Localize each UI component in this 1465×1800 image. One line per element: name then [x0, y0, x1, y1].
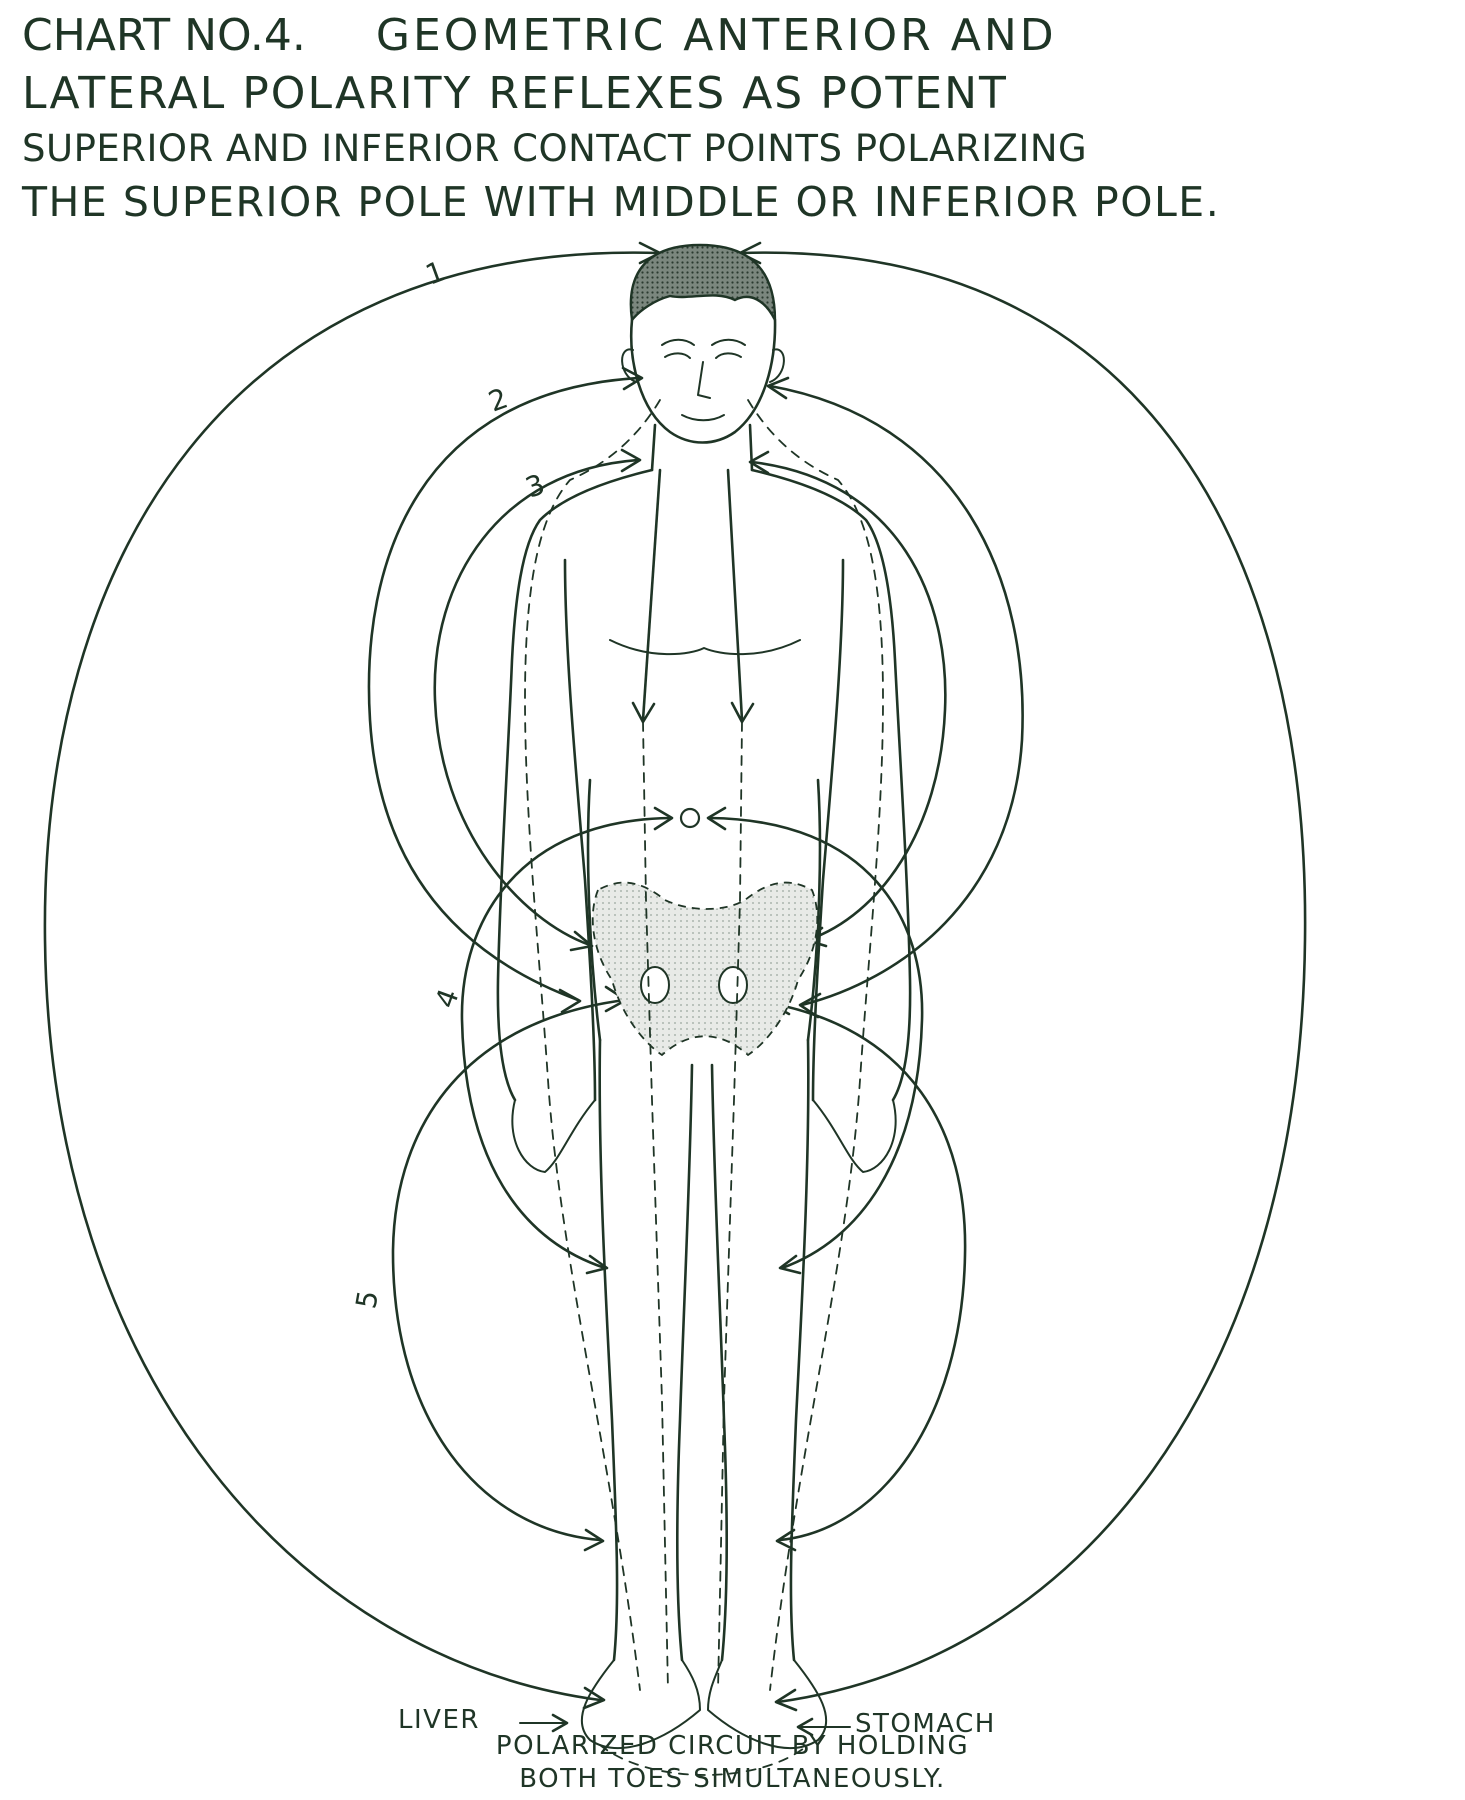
arc-5 — [391, 998, 627, 1542]
arc-1-right — [740, 251, 1307, 1704]
meridian-right-side — [747, 399, 884, 1691]
ear-left — [621, 348, 637, 383]
title-line-1: CHART NO.4.GEOMETRIC ANTERIOR AND — [22, 14, 1452, 72]
leg-left-inner — [675, 1063, 694, 1662]
arc-4 — [460, 816, 672, 1270]
brow-left — [661, 338, 695, 346]
toe-circuit — [599, 1744, 809, 1776]
arrowhead — [585, 1254, 609, 1275]
arc-label-4: 4 — [429, 984, 466, 1012]
title-line-2: LATERAL POLARITY REFLEXES AS POTENT — [22, 68, 1008, 119]
title-text-1: GEOMETRIC ANTERIOR AND — [375, 10, 1057, 61]
hip-right — [806, 778, 822, 1042]
center-line-right — [726, 468, 744, 722]
liver-label: LIVER — [398, 1705, 480, 1735]
brow-right — [711, 338, 746, 346]
chart-number: CHART NO.4. — [22, 10, 306, 61]
neck — [650, 423, 754, 472]
arc-5-right — [768, 1001, 967, 1542]
hip-left — [586, 778, 602, 1042]
arrowhead — [621, 366, 644, 391]
meridian-right-center — [717, 721, 743, 1691]
chart-title: CHART NO.4.GEOMETRIC ANTERIOR AND LATERA… — [22, 14, 1452, 234]
arc-label-1: 1 — [421, 254, 449, 291]
arc-1 — [43, 251, 660, 1702]
arc-3-right — [750, 460, 947, 942]
arc-2-right — [768, 384, 1024, 1007]
navel-point — [679, 807, 701, 829]
subtitle-line-1: SUPERIOR AND INFERIOR CONTACT POINTS POL… — [22, 127, 1088, 170]
torso-left-outline — [496, 468, 654, 1102]
arrowhead — [551, 1713, 569, 1733]
arrowhead — [706, 806, 727, 831]
arc-label-5: 5 — [349, 1288, 385, 1311]
chest-line — [609, 639, 801, 656]
arrowhead — [775, 1528, 797, 1552]
eye-left — [664, 352, 691, 359]
leg-right-inner — [710, 1063, 729, 1662]
meridian-left-side — [524, 399, 661, 1691]
meridian-left-center — [642, 721, 669, 1691]
hand-left — [511, 1099, 596, 1173]
caption-line-2: BOTH TOES SIMULTANEOUSLY. — [519, 1763, 946, 1794]
eye-right — [715, 352, 742, 359]
nose — [697, 361, 711, 399]
arrowhead — [583, 1528, 605, 1552]
hand-right — [812, 1099, 897, 1173]
arm-right-inner — [811, 558, 845, 1102]
human-figure — [496, 243, 912, 1776]
arrowhead — [620, 448, 642, 473]
center-line-left — [641, 468, 662, 722]
arm-left-inner — [563, 558, 597, 1102]
mouth — [681, 414, 725, 422]
foot-left — [580, 1659, 701, 1749]
caption: POLARIZED CIRCUIT BY HOLDING BOTH TOES S… — [0, 1730, 1465, 1795]
arrowhead — [778, 1254, 802, 1275]
leg-left-outer — [598, 1038, 619, 1662]
stomach-label: STOMACH — [855, 1709, 996, 1739]
torso-right-outline — [750, 468, 912, 1102]
foot-right — [707, 1659, 828, 1749]
subtitle-line-2: THE SUPERIOR POLE WITH MIDDLE OR INFERIO… — [22, 178, 1221, 226]
obturator-right — [718, 966, 748, 1004]
arc-3 — [433, 458, 640, 947]
arrowhead — [774, 1688, 798, 1712]
arrowhead — [766, 376, 790, 400]
arc-label-2: 2 — [484, 381, 512, 418]
arrowhead — [748, 450, 770, 475]
hair — [629, 243, 777, 323]
caption-line-1: POLARIZED CIRCUIT BY HOLDING — [495, 1731, 970, 1761]
arrowhead — [558, 988, 582, 1014]
ear-right — [769, 348, 785, 383]
obturator-left — [640, 966, 670, 1004]
face-outline — [630, 318, 777, 444]
leg-right-outer — [789, 1038, 810, 1662]
arrowhead — [796, 1717, 814, 1737]
pelvis — [591, 881, 819, 1057]
arrowhead — [653, 806, 674, 831]
